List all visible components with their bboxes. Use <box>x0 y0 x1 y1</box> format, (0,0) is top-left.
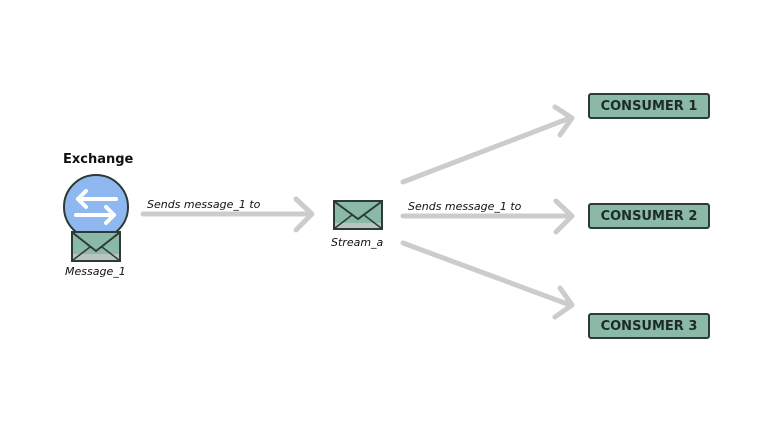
message-envelope-icon <box>71 231 121 262</box>
consumer-3-box: CONSUMER 3 <box>588 313 710 339</box>
arrow-stream-to-consumer-1 <box>400 104 575 185</box>
stream-label: Stream_a <box>331 236 384 249</box>
exchange-title: Exchange <box>63 152 134 167</box>
exchange-node <box>63 174 129 240</box>
consumer-1-box: CONSUMER 1 <box>588 93 710 119</box>
stream-envelope-icon <box>333 200 383 230</box>
arrow-exchange-to-stream <box>140 196 315 233</box>
edge-label-stream-to-consumers: Sends message_1 to <box>408 200 522 213</box>
arrow-stream-to-consumer-2 <box>400 198 575 235</box>
arrow-stream-to-consumer-3 <box>400 240 575 320</box>
consumer-2-box: CONSUMER 2 <box>588 203 710 229</box>
edge-label-exchange-to-stream: Sends message_1 to <box>147 198 261 211</box>
message-label: Message_1 <box>65 265 126 278</box>
arrows-exchange-icon <box>74 189 118 225</box>
